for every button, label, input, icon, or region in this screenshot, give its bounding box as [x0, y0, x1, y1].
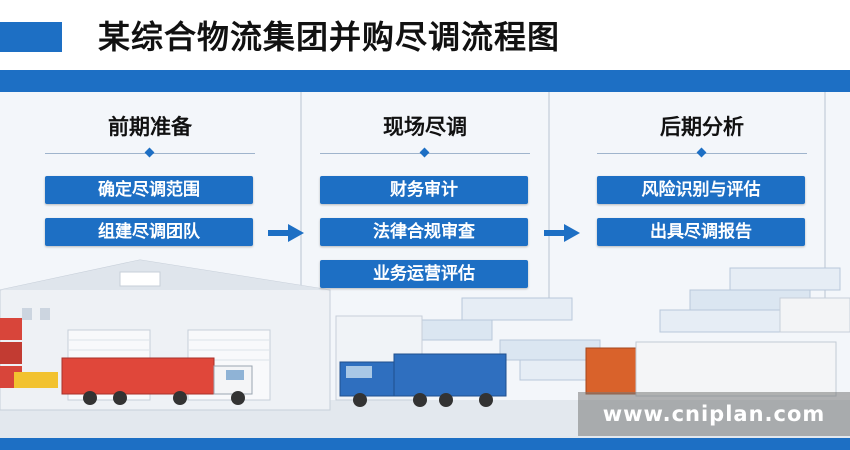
step-build-team: 组建尽调团队 — [45, 218, 253, 246]
blue-truck-illustration — [339, 353, 507, 407]
page-title: 某综合物流集团并购尽调流程图 — [98, 18, 561, 56]
stage-analysis: 后期分析 — [592, 112, 812, 168]
stage-title: 前期准备 — [108, 115, 192, 139]
step-define-scope: 确定尽调范围 — [45, 176, 253, 204]
stage-onsite: 现场尽调 — [315, 112, 535, 168]
logistics-illustration — [0, 259, 850, 440]
flow-arrow-icon — [544, 224, 580, 242]
stage-preparation: 前期准备 — [40, 112, 260, 168]
stage-divider-line — [45, 147, 255, 158]
footer-band — [0, 438, 850, 450]
orange-truck-illustration — [585, 341, 837, 397]
diamond-icon — [144, 147, 155, 158]
step-operations-assessment: 业务运营评估 — [320, 260, 528, 288]
red-truck-illustration — [61, 357, 253, 405]
title-accent-bar — [0, 22, 62, 52]
step-financial-audit: 财务审计 — [320, 176, 528, 204]
step-risk-assessment: 风险识别与评估 — [597, 176, 805, 204]
flow-arrow-icon — [268, 224, 304, 242]
column-divider — [300, 92, 302, 312]
watermark-text: www.cniplan.com — [578, 392, 850, 436]
logistics-scene — [0, 250, 850, 440]
stage-title: 后期分析 — [660, 115, 744, 139]
diamond-icon — [419, 147, 430, 158]
step-legal-review: 法律合规审查 — [320, 218, 528, 246]
step-issue-report: 出具尽调报告 — [597, 218, 805, 246]
column-divider — [548, 92, 550, 312]
header-band — [0, 70, 850, 92]
stage-title: 现场尽调 — [383, 115, 467, 139]
column-divider — [824, 92, 826, 312]
diamond-icon — [696, 147, 707, 158]
stage-divider-line — [320, 147, 530, 158]
stage-divider-line — [597, 147, 807, 158]
